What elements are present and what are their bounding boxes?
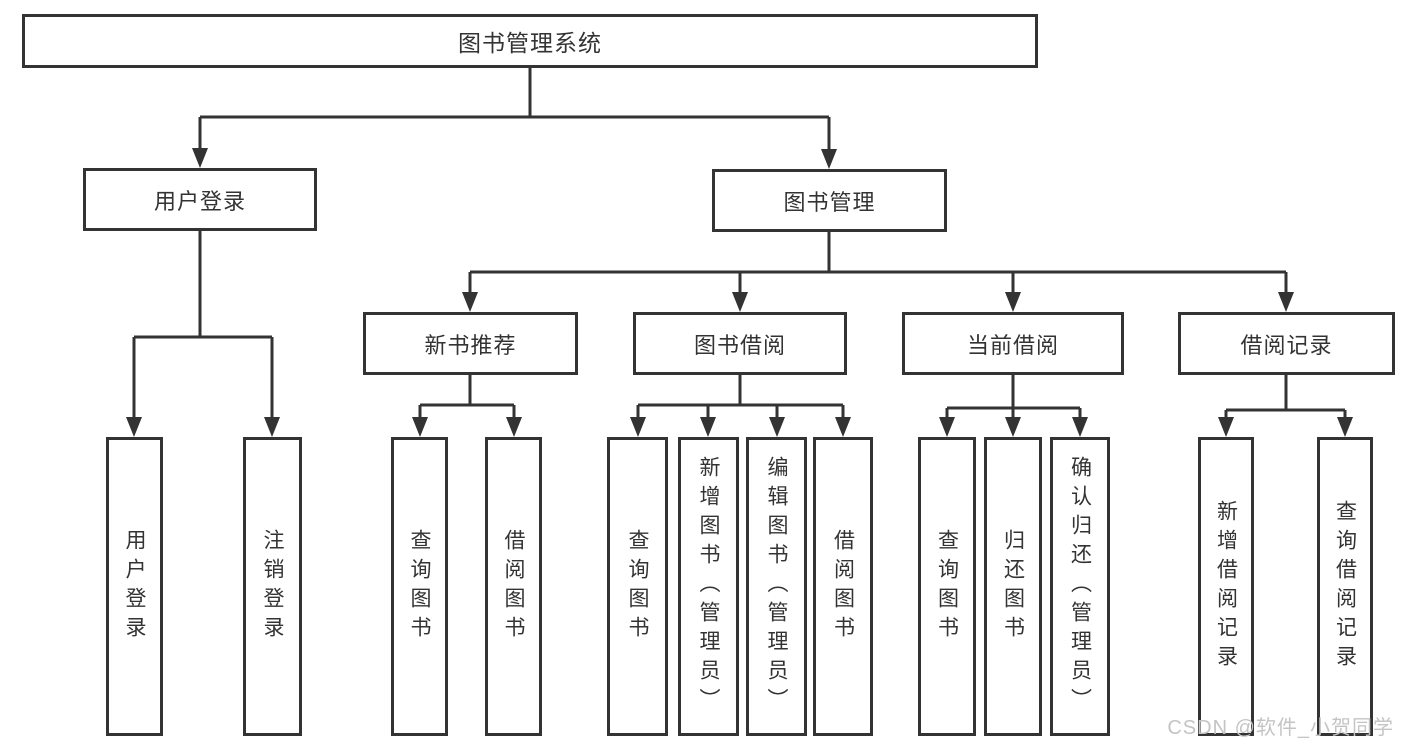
arrow-down-icon bbox=[506, 417, 522, 437]
leaf-label: 新增借阅记录 bbox=[1214, 499, 1238, 674]
leaf-label: 借阅图书 bbox=[502, 528, 525, 645]
leaf-return-books: 归还图书 bbox=[984, 437, 1042, 736]
branch-recommend bbox=[412, 375, 522, 437]
leaf-query-books-current: 查询图书 bbox=[918, 437, 976, 736]
leaf-label: 查询图书 bbox=[935, 528, 959, 645]
arrow-down-icon bbox=[192, 148, 208, 168]
node-library-management-system: 图书管理系统 bbox=[22, 14, 1038, 68]
branch-book-management bbox=[462, 232, 1294, 312]
arrow-down-icon bbox=[126, 417, 142, 437]
branch-records bbox=[1218, 375, 1353, 437]
leaf-confirm-return-admin: 确认归还（管理员） bbox=[1050, 437, 1110, 736]
arrow-down-icon bbox=[732, 292, 748, 312]
leaf-borrow-books-recommend: 借阅图书 bbox=[485, 437, 542, 736]
leaf-label: 用户登录 bbox=[123, 528, 146, 645]
leaf-label: 查询借阅记录 bbox=[1333, 499, 1357, 674]
leaf-label: 查询图书 bbox=[626, 528, 649, 645]
branch-root bbox=[192, 68, 837, 169]
node-label: 新书推荐 bbox=[424, 332, 517, 358]
arrow-down-icon bbox=[939, 417, 955, 437]
leaf-label: 归还图书 bbox=[1001, 528, 1025, 645]
node-borrowing-records: 借阅记录 bbox=[1178, 312, 1395, 375]
branch-current bbox=[939, 375, 1088, 437]
leaf-query-books-recommend: 查询图书 bbox=[391, 437, 448, 736]
arrow-down-icon bbox=[1005, 417, 1021, 437]
node-book-management: 图书管理 bbox=[712, 169, 947, 232]
branch-borrow bbox=[630, 375, 851, 437]
arrow-down-icon bbox=[630, 417, 646, 437]
leaf-label: 借阅图书 bbox=[831, 528, 855, 645]
arrow-down-icon bbox=[1005, 292, 1021, 312]
arrow-down-icon bbox=[264, 417, 280, 437]
csdn-watermark: CSDN @软件_小贺同学 bbox=[1167, 717, 1394, 739]
arrow-down-icon bbox=[462, 292, 478, 312]
leaf-edit-books-admin: 编辑图书（管理员） bbox=[746, 437, 807, 736]
leaf-borrow-books: 借阅图书 bbox=[813, 437, 873, 736]
arrow-down-icon bbox=[835, 417, 851, 437]
node-new-book-recommendation: 新书推荐 bbox=[363, 312, 578, 375]
node-book-borrowing: 图书借阅 bbox=[633, 312, 847, 375]
leaf-logout: 注销登录 bbox=[243, 437, 302, 736]
leaf-user-login: 用户登录 bbox=[106, 437, 163, 736]
node-label: 当前借阅 bbox=[966, 332, 1059, 358]
node-label: 借阅记录 bbox=[1240, 332, 1333, 358]
arrow-down-icon bbox=[1337, 417, 1353, 437]
leaf-query-borrow-record: 查询借阅记录 bbox=[1317, 437, 1373, 736]
leaf-add-borrow-record: 新增借阅记录 bbox=[1198, 437, 1254, 736]
leaf-label: 编辑图书（管理员） bbox=[765, 456, 788, 717]
leaf-label: 查询图书 bbox=[408, 528, 431, 645]
arrow-down-icon bbox=[769, 417, 785, 437]
leaf-label: 注销登录 bbox=[261, 528, 284, 645]
node-current-borrowing: 当前借阅 bbox=[902, 312, 1124, 375]
arrow-down-icon bbox=[700, 417, 716, 437]
arrow-down-icon bbox=[412, 417, 428, 437]
node-label: 用户登录 bbox=[153, 188, 246, 214]
arrow-down-icon bbox=[1218, 417, 1234, 437]
node-label: 图书管理系统 bbox=[458, 30, 602, 56]
node-user-login: 用户登录 bbox=[83, 168, 317, 231]
leaf-label: 新增图书（管理员） bbox=[697, 456, 720, 717]
leaf-label: 确认归还（管理员） bbox=[1068, 456, 1092, 717]
leaf-add-books-admin: 新增图书（管理员） bbox=[678, 437, 739, 736]
arrow-down-icon bbox=[1278, 292, 1294, 312]
arrow-down-icon bbox=[1072, 417, 1088, 437]
leaf-query-books-borrow: 查询图书 bbox=[607, 437, 668, 736]
node-label: 图书借阅 bbox=[693, 332, 786, 358]
arrow-down-icon bbox=[821, 149, 837, 169]
node-label: 图书管理 bbox=[783, 189, 876, 215]
branch-user-login bbox=[126, 231, 280, 437]
